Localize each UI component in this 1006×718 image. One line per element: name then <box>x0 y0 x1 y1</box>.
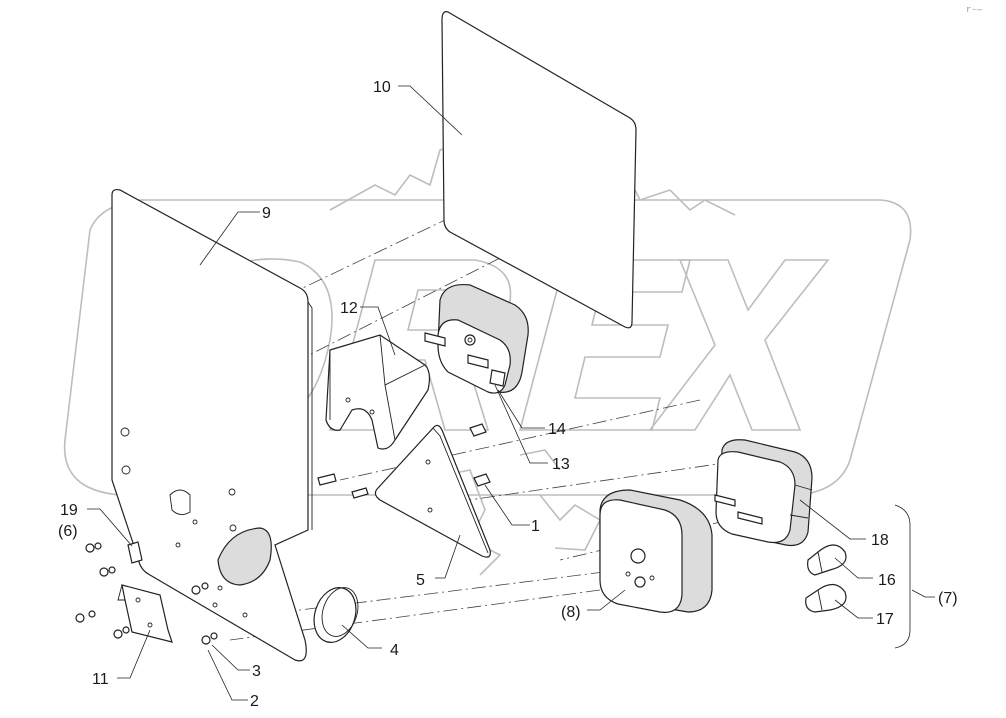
callout-18: 18 <box>871 532 889 549</box>
part-10-panel <box>441 11 637 329</box>
part-11-small-bracket <box>117 584 173 643</box>
callout-10: 10 <box>373 79 391 96</box>
part-16-bulb <box>807 544 847 576</box>
callout-2: 2 <box>250 693 259 710</box>
part-19-clip <box>127 541 143 564</box>
callout-19: 19 <box>60 502 78 519</box>
leader-lines <box>87 85 935 701</box>
callout-9: 9 <box>262 205 271 222</box>
callout-4: 4 <box>390 642 399 659</box>
part-17-bulb <box>805 583 847 613</box>
group-7-bracket <box>894 504 911 649</box>
part-8-lens-cover <box>599 489 713 613</box>
nuts-and-washers <box>75 542 218 645</box>
part-9-mounting-plate <box>111 188 313 662</box>
callout-11: 11 <box>92 671 109 688</box>
callout-6: (6) <box>58 523 78 540</box>
callout-13: 13 <box>552 456 570 473</box>
callout-7: (7) <box>938 590 958 607</box>
callout-5: 5 <box>416 572 425 589</box>
callout-8: (8) <box>561 604 581 621</box>
part-4-round-reflector <box>313 587 359 643</box>
callout-3: 3 <box>252 663 261 680</box>
corner-mark: r-— <box>966 5 983 15</box>
part-14-lamp-housing <box>424 283 529 394</box>
callout-12: 12 <box>340 300 358 317</box>
part-5-triangle-reflector <box>374 424 491 558</box>
callout-14: 14 <box>548 421 566 438</box>
callout-16: 16 <box>878 572 896 589</box>
bolts <box>317 423 491 499</box>
callout-1: 1 <box>531 518 540 535</box>
callout-17: 17 <box>876 611 894 628</box>
part-18-lamp-body <box>714 439 813 547</box>
part-12-bracket <box>325 334 431 450</box>
